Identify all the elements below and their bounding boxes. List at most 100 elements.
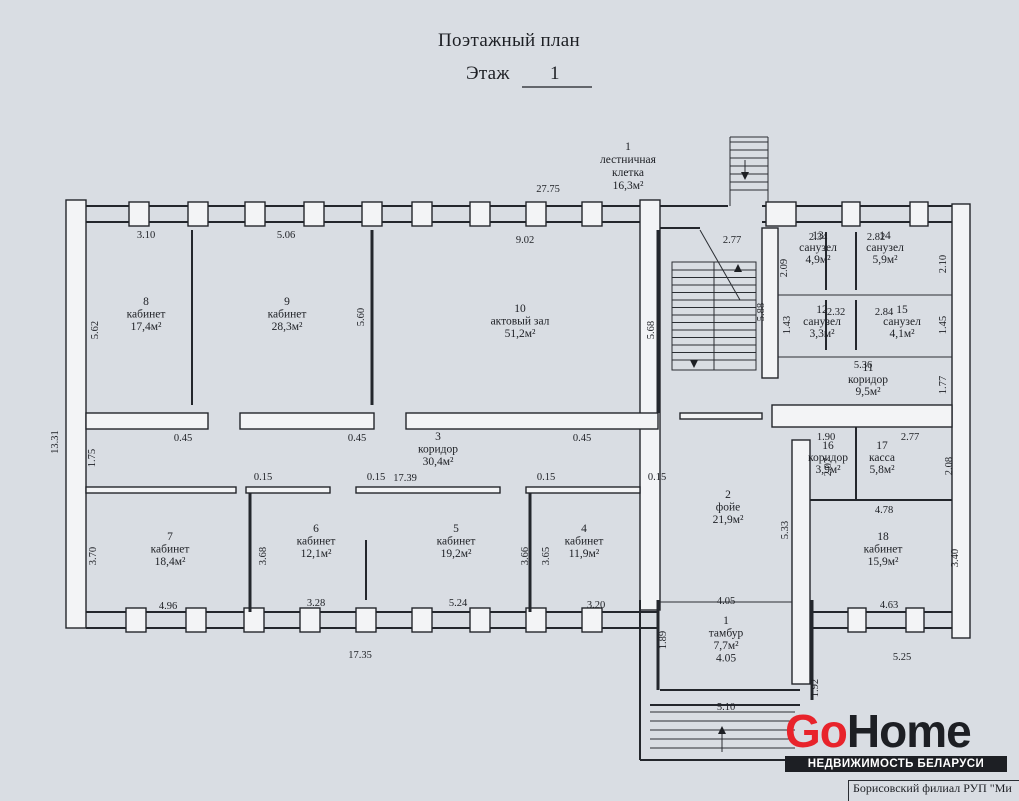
dimension-label: 3.40 — [950, 549, 961, 567]
room-label-line: 12,1м² — [301, 548, 332, 560]
room-label-line: 11,9м² — [569, 548, 600, 560]
dimension-label: 5.62 — [90, 321, 101, 339]
dimension-label: 1.89 — [658, 631, 669, 649]
room-label-line: 4.05 — [716, 653, 736, 665]
floor-underline — [522, 86, 592, 88]
room-label-line: 30,4м² — [423, 456, 454, 468]
room-label-line: лестничная — [600, 154, 657, 166]
dimension-label: 0.45 — [573, 433, 591, 444]
plan-title: Поэтажный план — [438, 30, 581, 51]
room-label-line: кабинет — [127, 309, 166, 321]
room-label-line: санузел — [866, 242, 904, 254]
room-label-line: 7,7м² — [713, 640, 739, 652]
gohome-logo: GoHome НЕДВИЖИМОСТЬ БЕЛАРУСИ — [785, 705, 1007, 772]
room-label-line: коридор — [808, 452, 848, 464]
dimension-label: 5.06 — [277, 230, 295, 241]
room-label-line: санузел — [803, 316, 841, 328]
dimension-label: 5.33 — [780, 521, 791, 539]
room-label-line: санузел — [883, 316, 921, 328]
room-label-line: 16,3м² — [613, 180, 644, 192]
dimension-label: 0.15 — [537, 472, 555, 483]
room-label-line: 2 — [725, 489, 731, 501]
dimension-label: 1.90 — [817, 432, 835, 443]
room-label-line: клетка — [612, 167, 644, 179]
room-label-line: кабинет — [565, 536, 604, 548]
outer-walls — [65, 136, 971, 761]
dimension-label: 3.10 — [137, 230, 155, 241]
dimension-label: 2.07 — [823, 458, 834, 476]
room-label-line: 28,3м² — [272, 321, 303, 333]
dimension-label: 3.20 — [587, 600, 605, 611]
dimension-label: 3.65 — [541, 547, 552, 565]
room-label-line: кабинет — [297, 536, 336, 548]
dimension-label: 1.77 — [938, 376, 949, 394]
dimension-label: 2.34 — [809, 232, 828, 243]
title-block-stamp: Борисовский филиал РУП "Ми — [848, 780, 1019, 801]
room-label-line: 3 — [435, 431, 441, 443]
room-label-line: коридор — [848, 374, 888, 386]
dimension-label: 2.77 — [901, 432, 919, 443]
room-label-line: 18,4м² — [155, 556, 186, 568]
room-label-line: 51,2м² — [505, 328, 536, 340]
room-label-line: 7 — [167, 531, 173, 543]
dimension-label: 0.45 — [174, 433, 192, 444]
room-label-line: 5,9м² — [872, 254, 898, 266]
room-label-line: 13 — [812, 230, 824, 242]
dimension-label: 4.05 — [717, 596, 735, 607]
dimension-label: 1.45 — [938, 316, 949, 334]
room-label-line: 3,9м² — [815, 464, 841, 476]
room-label-line: 8 — [143, 296, 149, 308]
dimension-label: 3.70 — [88, 547, 99, 565]
dimension-label: 1.43 — [782, 316, 793, 334]
dimension-label: 17.39 — [393, 473, 417, 484]
dimension-label: 1.92 — [810, 679, 821, 697]
dimension-label: 4.63 — [880, 600, 898, 611]
bottom-windows — [125, 607, 925, 633]
top-exterior-stair — [730, 141, 768, 191]
room-label-line: тамбур — [709, 628, 744, 640]
floor-label: Этаж — [466, 63, 510, 84]
room-label-line: 14 — [879, 230, 891, 242]
dimension-label: 1.75 — [87, 449, 98, 467]
logo-go: Go — [785, 705, 848, 757]
room-label-line: 15 — [896, 304, 908, 316]
dimension-label: 13.31 — [50, 430, 61, 454]
dimension-label: 4.96 — [159, 601, 177, 612]
room-label-line: коридор — [418, 444, 458, 456]
room-label-line: 18 — [877, 531, 889, 543]
room-label-line: кабинет — [268, 309, 307, 321]
logo-wordmark: GoHome — [785, 705, 972, 757]
dimension-label: 0.15 — [367, 472, 385, 483]
room-label-line: 5,8м² — [869, 464, 895, 476]
room-label-line: 21,9м² — [713, 514, 744, 526]
dimension-label: 2.10 — [938, 255, 949, 273]
dimension-label: 5.68 — [646, 321, 657, 339]
dimension-label: 5.60 — [356, 308, 367, 326]
dimension-label: 5.24 — [449, 598, 468, 609]
room-label-line: кабинет — [151, 544, 190, 556]
dimension-label: 27.75 — [536, 184, 560, 195]
room-label-line: 17 — [876, 440, 888, 452]
room-label-line: 19,2м² — [441, 548, 472, 560]
dimension-label: 17.35 — [348, 650, 372, 661]
dimension-label: 2.77 — [723, 235, 741, 246]
room-label-line: 1 — [723, 615, 729, 627]
dimension-label: 3.66 — [520, 547, 531, 565]
dimension-label: 2.32 — [827, 307, 845, 318]
floor-number: 1 — [550, 63, 560, 84]
room-label-line: санузел — [799, 242, 837, 254]
room-label-line: актовый зал — [491, 316, 550, 328]
room-label-line: кабинет — [437, 536, 476, 548]
